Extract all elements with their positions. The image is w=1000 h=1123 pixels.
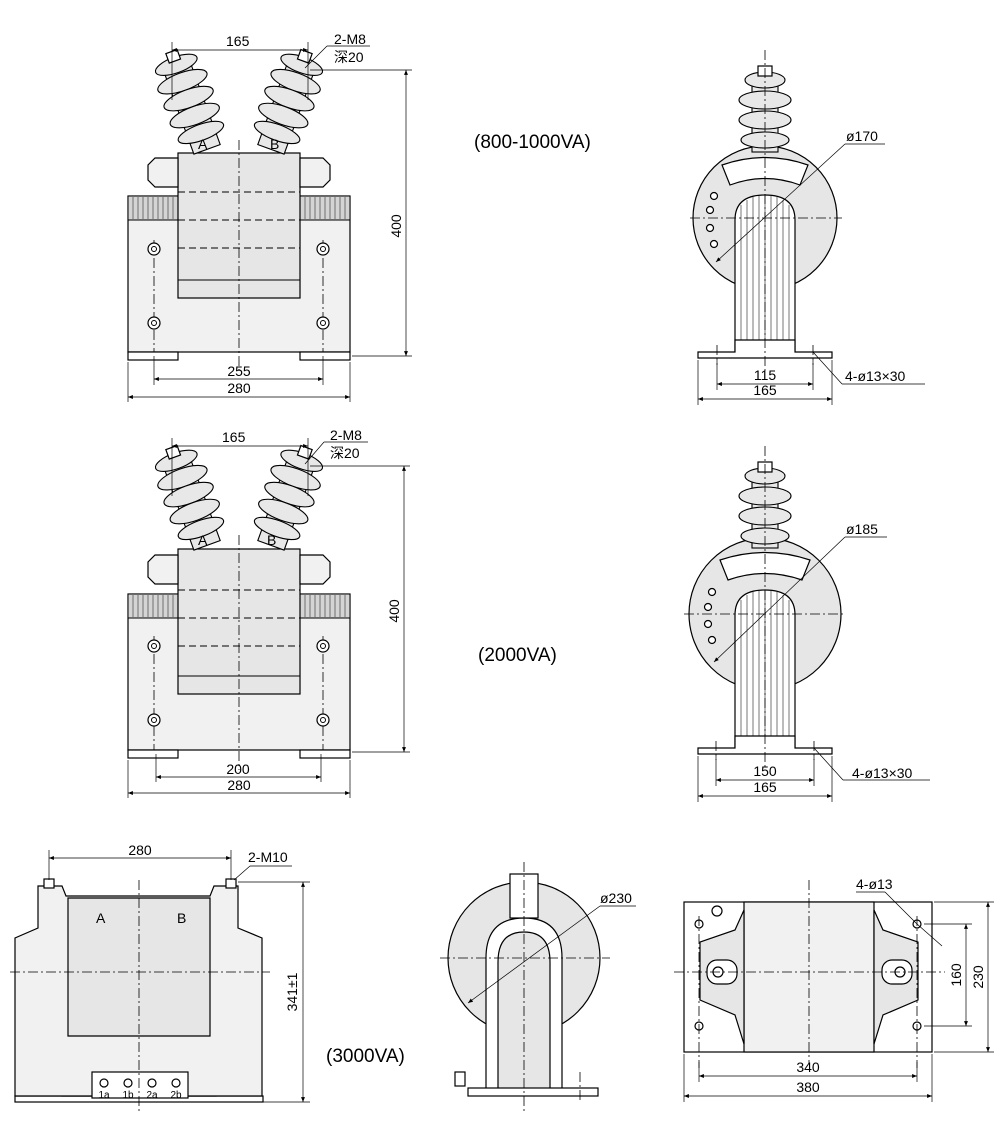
row1-side-view: ø170 115 165 4-ø13×30 [690, 50, 925, 405]
row2-insulator-a [154, 444, 225, 551]
row2-thread-depth-label: 深20 [330, 445, 360, 461]
row3-terminal-b: B [177, 910, 186, 926]
row1-front-view: A B 165 2-M8 深20 400 255 280 [127, 31, 412, 402]
row2-diameter-label: ø185 [846, 521, 878, 537]
row3-top-inner-width-label: 340 [796, 1059, 820, 1075]
row2-side-view: ø185 150 165 4-ø13×30 [684, 446, 930, 802]
row2-terminal-a: A [198, 532, 208, 548]
row3-top-holes-label: 4-ø13 [856, 876, 893, 892]
row2-base-width-label: 280 [227, 777, 251, 793]
row2-side-hole-spacing-label: 150 [753, 763, 777, 779]
row3-side-view: ø230 [440, 862, 636, 1112]
row2-height-label: 400 [386, 599, 402, 623]
row1-terminal-a: A [198, 136, 208, 152]
row1-top-width-label: 165 [226, 33, 250, 49]
row2-insulator-b [253, 444, 324, 551]
row3-front-view: 1a 1b 2a 2b A B 280 2-M10 341±1 [10, 842, 310, 1112]
row3-caption: (3000VA) [326, 1046, 405, 1067]
row3-thread-label: 2-M10 [248, 849, 288, 865]
row1-height-label: 400 [388, 214, 404, 238]
row2-caption: (2000VA) [478, 645, 557, 666]
row3-height-label: 341±1 [284, 972, 300, 1011]
row1-insulator-a [154, 48, 225, 155]
row1-thread-label: 2-M8 [334, 31, 366, 47]
row1-caption: (800-1000VA) [474, 132, 591, 153]
row1-diameter-label: ø170 [846, 128, 878, 144]
row3-top-outer-height-label: 230 [970, 965, 986, 989]
row2-side-holes-label: 4-ø13×30 [852, 765, 913, 781]
row2-top-width-label: 165 [222, 429, 246, 445]
row1-hole-spacing-label: 255 [227, 363, 251, 379]
row3-secondary-terminal-1b: 1b [122, 1090, 134, 1101]
row3-secondary-terminal-1a: 1a [98, 1090, 110, 1101]
row3-terminal-a: A [96, 910, 106, 926]
row1-side-hole-spacing-label: 115 [754, 367, 777, 383]
row2-thread-label: 2-M8 [330, 427, 362, 443]
row3-diameter-label: ø230 [600, 890, 632, 906]
row3-top-view: 4-ø13 160 230 340 380 [674, 876, 994, 1102]
row1-side-holes-label: 4-ø13×30 [845, 368, 906, 384]
row3-top-width-label: 280 [128, 842, 152, 858]
row2-hole-spacing-label: 200 [226, 761, 250, 777]
row1-thread-depth-label: 深20 [334, 49, 364, 65]
row3-top-inner-height-label: 160 [948, 963, 964, 987]
row2-terminal-b: B [267, 532, 276, 548]
row1-side-base-width-label: 165 [753, 382, 777, 398]
row1-insulator-b [253, 48, 324, 155]
row2-front-view: A B 165 2-M8 深20 400 200 280 [127, 427, 410, 798]
row1-base-width-label: 280 [227, 380, 251, 396]
row3-secondary-terminal-2b: 2b [170, 1090, 182, 1101]
row2-side-base-width-label: 165 [753, 779, 777, 795]
row3-secondary-terminal-2a: 2a [146, 1090, 158, 1101]
row3-top-outer-width-label: 380 [796, 1079, 820, 1095]
row1-terminal-b: B [270, 136, 279, 152]
